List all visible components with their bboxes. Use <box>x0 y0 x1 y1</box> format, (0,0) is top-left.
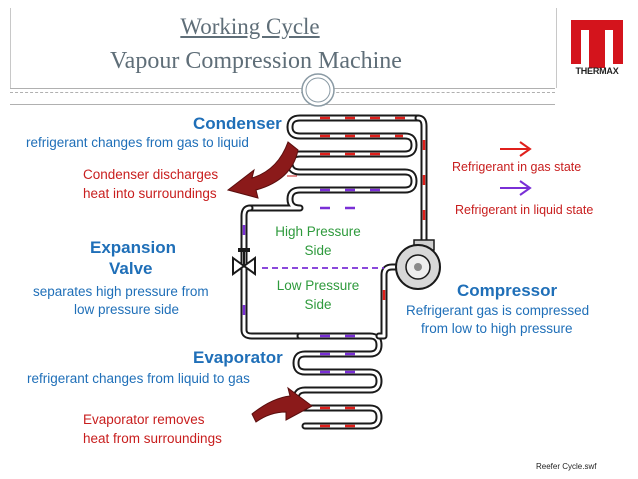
expansion-valve-desc-line1: separates high pressure from <box>33 284 209 299</box>
expansion-valve-icon <box>232 248 256 276</box>
evaporator-removes-line2: heat from surroundings <box>83 431 222 446</box>
liquid-flow-markers <box>242 188 380 374</box>
condenser-description: refrigerant changes from gas to liquid <box>26 135 249 150</box>
expansion-valve-desc-line2: low pressure side <box>74 302 180 317</box>
gas-flow-markers <box>320 116 426 428</box>
slide-title: Working Cycle <box>180 14 320 39</box>
compressor-icon <box>395 239 441 290</box>
compressor-desc-line2: from low to high pressure <box>421 321 573 336</box>
header-circle-ornament <box>301 73 335 107</box>
logo-wordmark: THERMAX <box>575 66 619 76</box>
legend-liquid-label: Refrigerant in liquid state <box>455 203 594 217</box>
expansion-valve-title-line2: Valve <box>109 259 153 278</box>
source-footnote: Reefer Cycle.swf <box>536 462 597 471</box>
header-circle-inner <box>305 77 331 103</box>
high-pressure-line1: High Pressure <box>275 224 361 239</box>
low-pressure-line1: Low Pressure <box>276 278 360 293</box>
evaporator-heat-arrow-icon <box>251 386 313 423</box>
header-rule <box>10 88 555 89</box>
condenser-heat-arrow-icon <box>226 141 299 199</box>
condenser-discharge-line1: Condenser discharges <box>83 167 219 182</box>
header-rule-lower <box>10 104 555 105</box>
legend-gas-label: Refrigerant in gas state <box>452 160 582 174</box>
compressor-title: Compressor <box>457 281 558 300</box>
expansion-valve-title-line1: Expansion <box>90 238 176 257</box>
thermax-logo-icon <box>571 20 623 68</box>
condenser-title: Condenser <box>193 114 282 133</box>
low-pressure-line2: Side <box>304 297 332 312</box>
evaporator-coil-tube <box>292 332 383 430</box>
compressor-desc-line1: Refrigerant gas is compressed <box>406 303 590 318</box>
liquid-legend-arrow-icon <box>500 180 532 196</box>
high-pressure-line2: Side <box>304 243 332 258</box>
evaporator-title: Evaporator <box>193 348 283 367</box>
slide-subtitle: Vapour Compression Machine <box>110 48 402 74</box>
evaporator-description: refrigerant changes from liquid to gas <box>27 371 250 386</box>
evaporator-removes-line1: Evaporator removes <box>83 412 205 427</box>
suction-line-tube <box>375 263 404 340</box>
gas-legend-arrow-icon <box>500 141 532 157</box>
header-frame <box>10 8 557 88</box>
header-dashed-rule <box>10 92 555 93</box>
condenser-discharge-line2: heat into surroundings <box>83 186 217 201</box>
